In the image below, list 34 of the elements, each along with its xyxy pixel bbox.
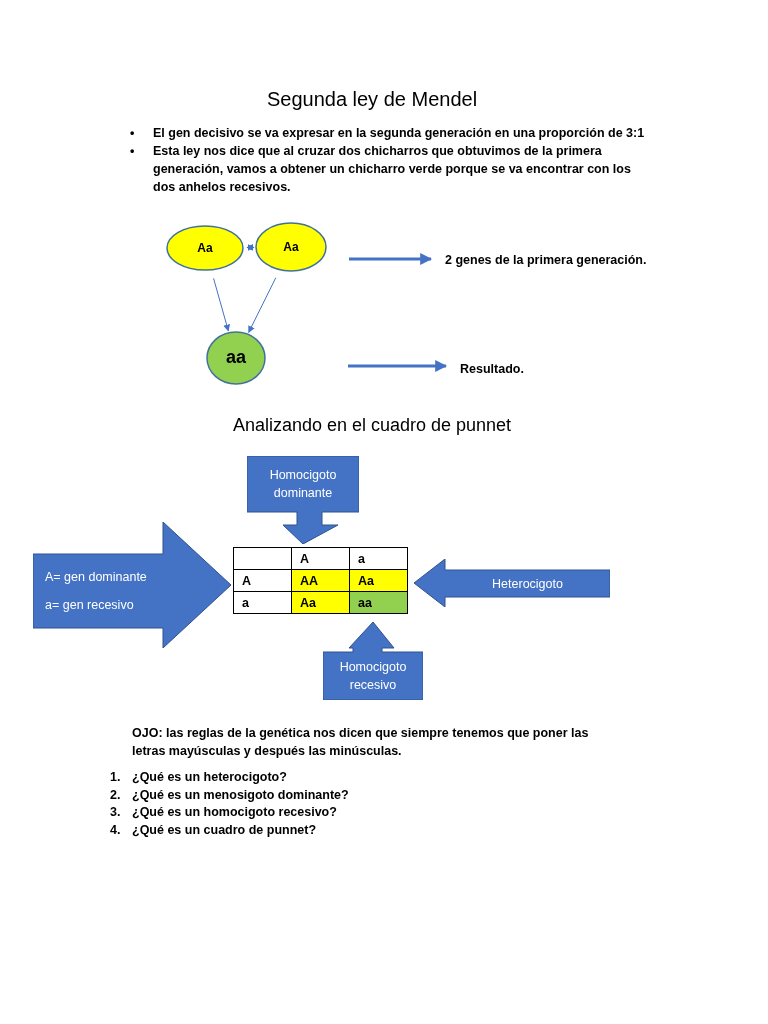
caption-text: 2 genes de la primera generación. [445,252,647,269]
question-text: ¿Qué es un homocigoto recesivo? [132,804,337,821]
bullet-mark: • [130,125,135,142]
arrow [246,243,255,251]
list-number: 2. [110,786,121,804]
list-number: 4. [110,821,121,839]
genotype-label: Aa [282,239,300,255]
question-text: ¿Qué es un cuadro de punnet? [132,821,317,839]
arrow [348,360,448,372]
arrow-text: A= gen dominante [44,569,148,586]
section-heading: Analizando en el cuadro de punnet [231,416,513,434]
list-number: 1. [110,769,121,786]
note-text: OJO: las reglas de la genética nos dicen que siempre tenemos que poner las letras mayúsculas y después las minúsculas. [132,725,590,760]
arrow [248,277,277,334]
arrow-text: Heterocigoto [491,575,564,593]
table-cell: A [291,547,350,570]
table-cell: a [349,547,408,570]
question-text: ¿Qué es un menosigoto dominante? [132,786,349,804]
arrow [213,277,230,332]
page-title: Segunda ley de Mendel [265,88,479,111]
bullet-text: Esta ley nos dice que al cruzar dos chicharros que obtuvimos de la primera generación, vamos a obtener un chicharro verde porque se va encontrar con los dos anhelos recesivos. [153,143,632,196]
bullet-mark: • [130,143,135,160]
arrow-text: Homocigoto recesivo [338,659,408,694]
arrow [349,253,433,265]
genotype-label: aa [225,347,247,369]
table-cell: A [233,569,292,592]
bullet-text: El gen decisivo se va expresar en la segunda generación en una proporción de 3:1 [153,125,646,142]
question-text: ¿Qué es un heterocigoto? [132,769,287,786]
arrow-text: a= gen recesivo [44,597,135,614]
arrow-text: Homocigoto dominante [268,467,338,502]
list-number: 3. [110,804,121,821]
caption-text: Resultado. [460,361,524,378]
genotype-label: Aa [196,240,214,256]
table-cell: a [233,591,292,614]
